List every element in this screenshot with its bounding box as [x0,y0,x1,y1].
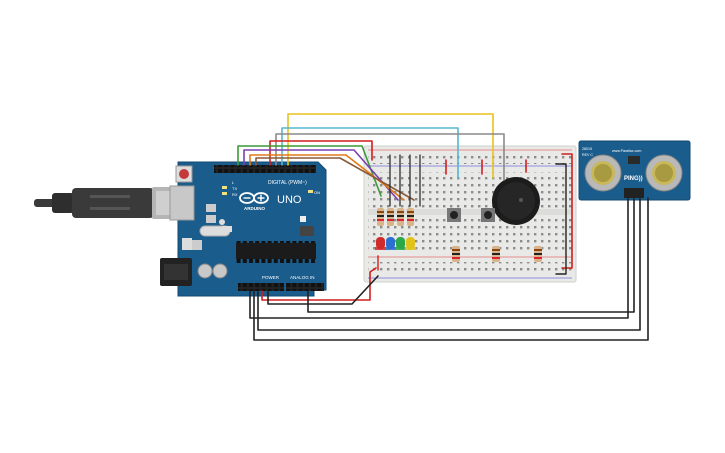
sensor-url-label: www.Parallax.com [612,149,641,153]
piezo-buzzer[interactable] [492,177,540,225]
wire-black[interactable] [307,197,635,313]
sensor-model-label: PING)) [624,176,643,182]
wire-black[interactable] [253,197,649,341]
wire-black[interactable] [249,197,629,319]
wire-red-rail[interactable] [561,153,573,269]
wires [237,113,649,341]
wire-purple[interactable] [243,149,399,201]
wire-black-rail[interactable] [555,163,567,275]
pushbutton[interactable] [447,208,461,222]
analog-label: ANALOG IN [290,275,315,280]
brand-label: ARDUINO [244,206,265,211]
pushbutton[interactable] [481,208,495,222]
resistor[interactable] [492,246,500,262]
digital-header-label: DIGITAL (PWM~) [268,180,307,186]
led[interactable] [375,237,386,250]
sensor-pin-header[interactable] [624,188,644,198]
wire-yellow[interactable] [287,113,494,179]
wire-brown[interactable] [255,157,415,201]
rx-label: RX [232,192,238,197]
led[interactable] [405,237,416,250]
resistor[interactable] [387,208,394,226]
arduino-logo: ARDUINO [239,192,269,211]
wire-red[interactable] [261,267,377,301]
power-jack [160,258,192,286]
sensor-part-label: 28015 [582,147,592,151]
resistor[interactable] [407,208,414,226]
on-label: ON [314,190,320,195]
wire-black[interactable] [257,197,641,331]
capacitor [197,263,213,279]
breadboard[interactable] [363,145,577,283]
resistor[interactable] [397,208,404,226]
model-label: UNO [277,194,302,206]
wire-black[interactable] [267,275,379,305]
resistor[interactable] [452,246,460,262]
sensor-rev-label: REV C [582,153,593,157]
ultrasonic-sensor[interactable]: PING)) www.Parallax.com 28015 REV C [578,140,691,201]
arduino-uno-board[interactable]: DIGITAL (PWM~) TX RX L ON ARDUINO UNO [160,161,327,297]
capacitor [212,263,228,279]
usb-cable [34,187,188,219]
resistor[interactable] [534,246,542,262]
power-label: POWER [262,275,280,280]
led[interactable] [385,237,396,250]
resistor-group [377,208,414,226]
atmega-chip [236,243,316,259]
wire-red[interactable] [269,140,373,166]
led-group [375,237,416,250]
reset-button[interactable] [175,165,193,183]
l-label: L [232,180,235,185]
tx-label: TX [232,186,237,191]
resistor[interactable] [377,208,384,226]
led[interactable] [395,237,406,250]
